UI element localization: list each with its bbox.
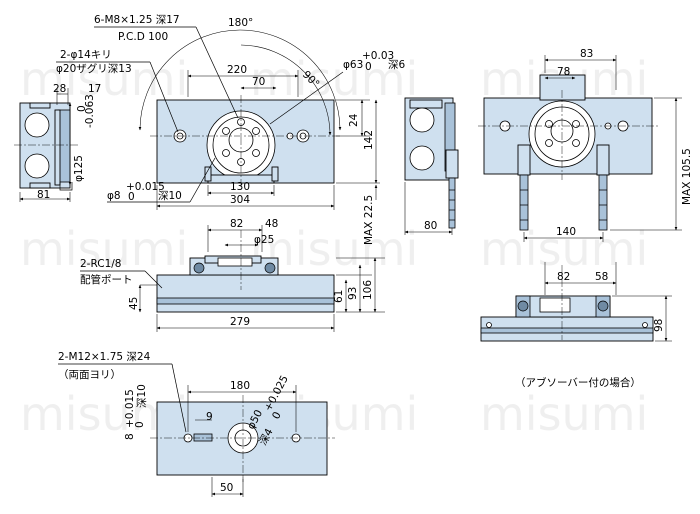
label-phi8b-tol-lo: 0 [134, 421, 146, 428]
dim-61: 61 [333, 290, 345, 303]
side-view-left: 81 28 17 φ125 -0.063 0 [14, 83, 101, 202]
dim-70: 70 [252, 76, 265, 88]
base-plate-view: 2-M12×1.75 深24 （両面ヨリ） 180 9 8 +0.015 0 深… [58, 351, 335, 497]
dim-50: 50 [220, 482, 233, 494]
label-phi50-tol-lo: 0 [270, 410, 284, 422]
dim-24: 24 [348, 113, 360, 127]
label-port: 配管ポート [80, 273, 133, 286]
dim-45: 45 [128, 297, 140, 310]
dim-220: 220 [227, 64, 247, 76]
dim-83: 83 [580, 48, 593, 60]
front-view-top: 180° 90° 220 70 6-M8×1.25 深17 P.C.D 100 … [56, 14, 405, 245]
dim-max225: MAX 22.5 [363, 195, 375, 245]
label-phi8b-tol-up: +0.015 [124, 389, 136, 428]
bottom-view: 82 48 φ25 2-RC1/8 配管ポート 45 61 93 106 279 [80, 218, 385, 332]
label-phi63-tol-up: +0.03 [362, 50, 394, 62]
dim-82b: 82 [557, 271, 570, 283]
dim-304: 304 [230, 194, 250, 206]
label-phi8b: 8 [124, 433, 136, 440]
watermark-text: misumi [20, 222, 188, 276]
absorber-side-view: 80 [404, 97, 459, 235]
label-phi63: φ63 [343, 59, 363, 71]
dim-17: 17 [88, 83, 101, 95]
dim-81: 81 [37, 189, 50, 201]
watermark-text: misumi [480, 222, 648, 276]
dim-angle-180: 180° [228, 17, 253, 29]
label-phi8-tol-lo: 0 [128, 191, 135, 203]
dim-80: 80 [424, 220, 437, 232]
label-pcd: P.C.D 100 [118, 31, 168, 43]
dim-9: 9 [206, 411, 213, 423]
label-phi63-tol-lo: 0 [365, 61, 372, 73]
dim-106: 106 [362, 280, 374, 300]
label-phi8-depth: 深10 [158, 190, 182, 202]
dim-58: 58 [595, 271, 608, 283]
label-phi20: φ20ザグリ深13 [56, 62, 132, 75]
dim-phi125-tol: -0.063 [84, 94, 96, 128]
label-both: （両面ヨリ） [58, 369, 121, 381]
label-m12: 2-M12×1.75 深24 [58, 351, 151, 363]
dim-279: 279 [230, 316, 250, 328]
label-phi8-tol-up: +0.015 [126, 181, 165, 193]
label-phi8b-depth: 深10 [136, 384, 148, 408]
dim-180: 180 [230, 380, 250, 392]
dim-140: 140 [556, 226, 576, 238]
label-rc18: 2-RC1/8 [80, 258, 121, 270]
label-phi14: 2-φ14キリ [60, 49, 112, 61]
watermark-text: misumi [20, 52, 188, 106]
watermark-text: misumi [480, 387, 648, 441]
dim-78: 78 [557, 66, 570, 78]
dim-max1055: MAX 105.5 [681, 148, 693, 205]
dim-82: 82 [230, 218, 243, 230]
dim-phi125: φ125 [73, 155, 85, 182]
dim-142: 142 [363, 130, 375, 150]
dim-130: 130 [230, 181, 250, 193]
absorber-front-view: 83 78 140 MAX 105.5 [478, 48, 693, 242]
dim-98: 98 [653, 319, 665, 332]
dim-48: 48 [265, 218, 278, 230]
dim-28: 28 [53, 83, 66, 95]
label-phi63-depth: 深6 [388, 59, 405, 71]
dim-phi25: φ25 [254, 234, 274, 246]
label-absorber: （アブソーバー付の場合） [515, 376, 641, 389]
label-phi8: φ8 [107, 190, 121, 202]
dim-93: 93 [347, 287, 359, 300]
absorber-bottom-view: 82 58 98 （アブソーバー付の場合） [480, 262, 672, 389]
dim-phi125-tol0: 0 [76, 105, 88, 112]
label-m8: 6-M8×1.25 深17 [94, 14, 180, 26]
